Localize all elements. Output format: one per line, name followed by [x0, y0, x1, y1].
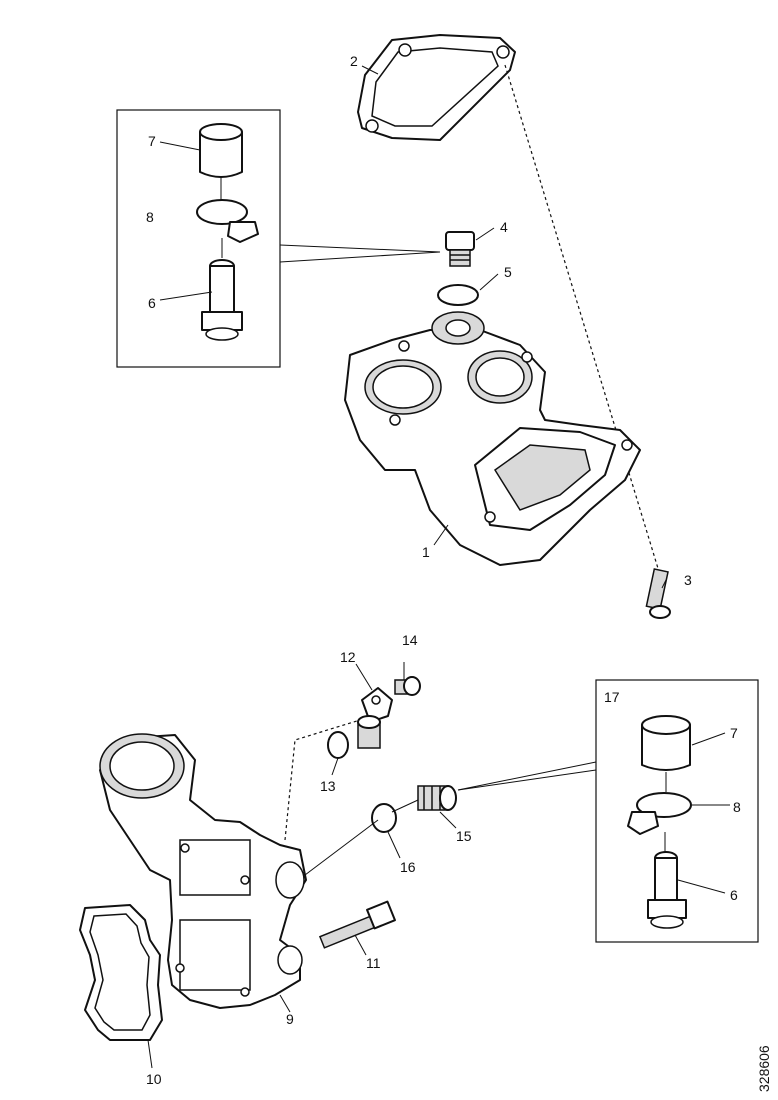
adapter-part-6-top	[201, 259, 243, 341]
bolt-part-14	[394, 676, 421, 696]
callout-3: 3	[684, 572, 692, 588]
callout-4: 4	[500, 219, 508, 235]
callout-9: 9	[286, 1011, 294, 1027]
callout-13: 13	[320, 778, 336, 794]
adapter-part-6-bottom	[647, 851, 687, 929]
inset-box-bottom	[595, 679, 759, 943]
inset-box-top	[116, 109, 281, 368]
plug-near-13	[357, 715, 381, 749]
washer-part-16	[371, 803, 397, 833]
callout-8-top: 8	[146, 209, 154, 225]
callout-16: 16	[400, 859, 416, 875]
housing-part-9	[99, 733, 307, 1009]
seal-ring-part-5	[437, 284, 479, 306]
alignment-line-gasket-to-screw	[504, 64, 661, 576]
gasket-part-10	[79, 904, 163, 1041]
inset-callout-line-b	[279, 251, 441, 263]
o-ring-part-13	[327, 731, 349, 759]
alignment-line-housing-to-12	[284, 719, 361, 841]
screw-part-3	[645, 568, 671, 619]
callout-17: 17	[604, 689, 620, 705]
callout-14: 14	[402, 632, 418, 648]
leader-lines	[147, 65, 730, 1069]
bolt-part-11	[318, 900, 396, 949]
clamp-part-8-top	[196, 199, 259, 243]
inset-callout-line-a	[279, 244, 441, 253]
callout-1: 1	[422, 544, 430, 560]
thermostat-part-7-bottom	[641, 715, 691, 771]
callout-15: 15	[456, 828, 472, 844]
fitting-part-15	[417, 785, 457, 811]
callout-10: 10	[146, 1071, 162, 1087]
callout-2: 2	[350, 53, 358, 69]
inset-callout-line-d	[457, 769, 597, 791]
callout-7-bottom: 7	[730, 725, 738, 741]
callout-8-bottom: 8	[733, 799, 741, 815]
plug-part-4	[445, 231, 475, 267]
callout-6-top: 6	[148, 295, 156, 311]
inset-callout-line-c	[457, 761, 597, 791]
callout-6-bottom: 6	[730, 887, 738, 903]
thermostat-housing-part-1	[344, 311, 641, 566]
callout-12: 12	[340, 649, 356, 665]
callout-5: 5	[504, 264, 512, 280]
drawing-number: 328606	[756, 1045, 772, 1092]
clamp-part-8-bottom	[627, 792, 692, 835]
gasket-part-2	[357, 34, 516, 141]
callout-11: 11	[366, 955, 381, 971]
thermostat-part-7-top	[199, 123, 243, 178]
callout-7-top: 7	[148, 133, 156, 149]
